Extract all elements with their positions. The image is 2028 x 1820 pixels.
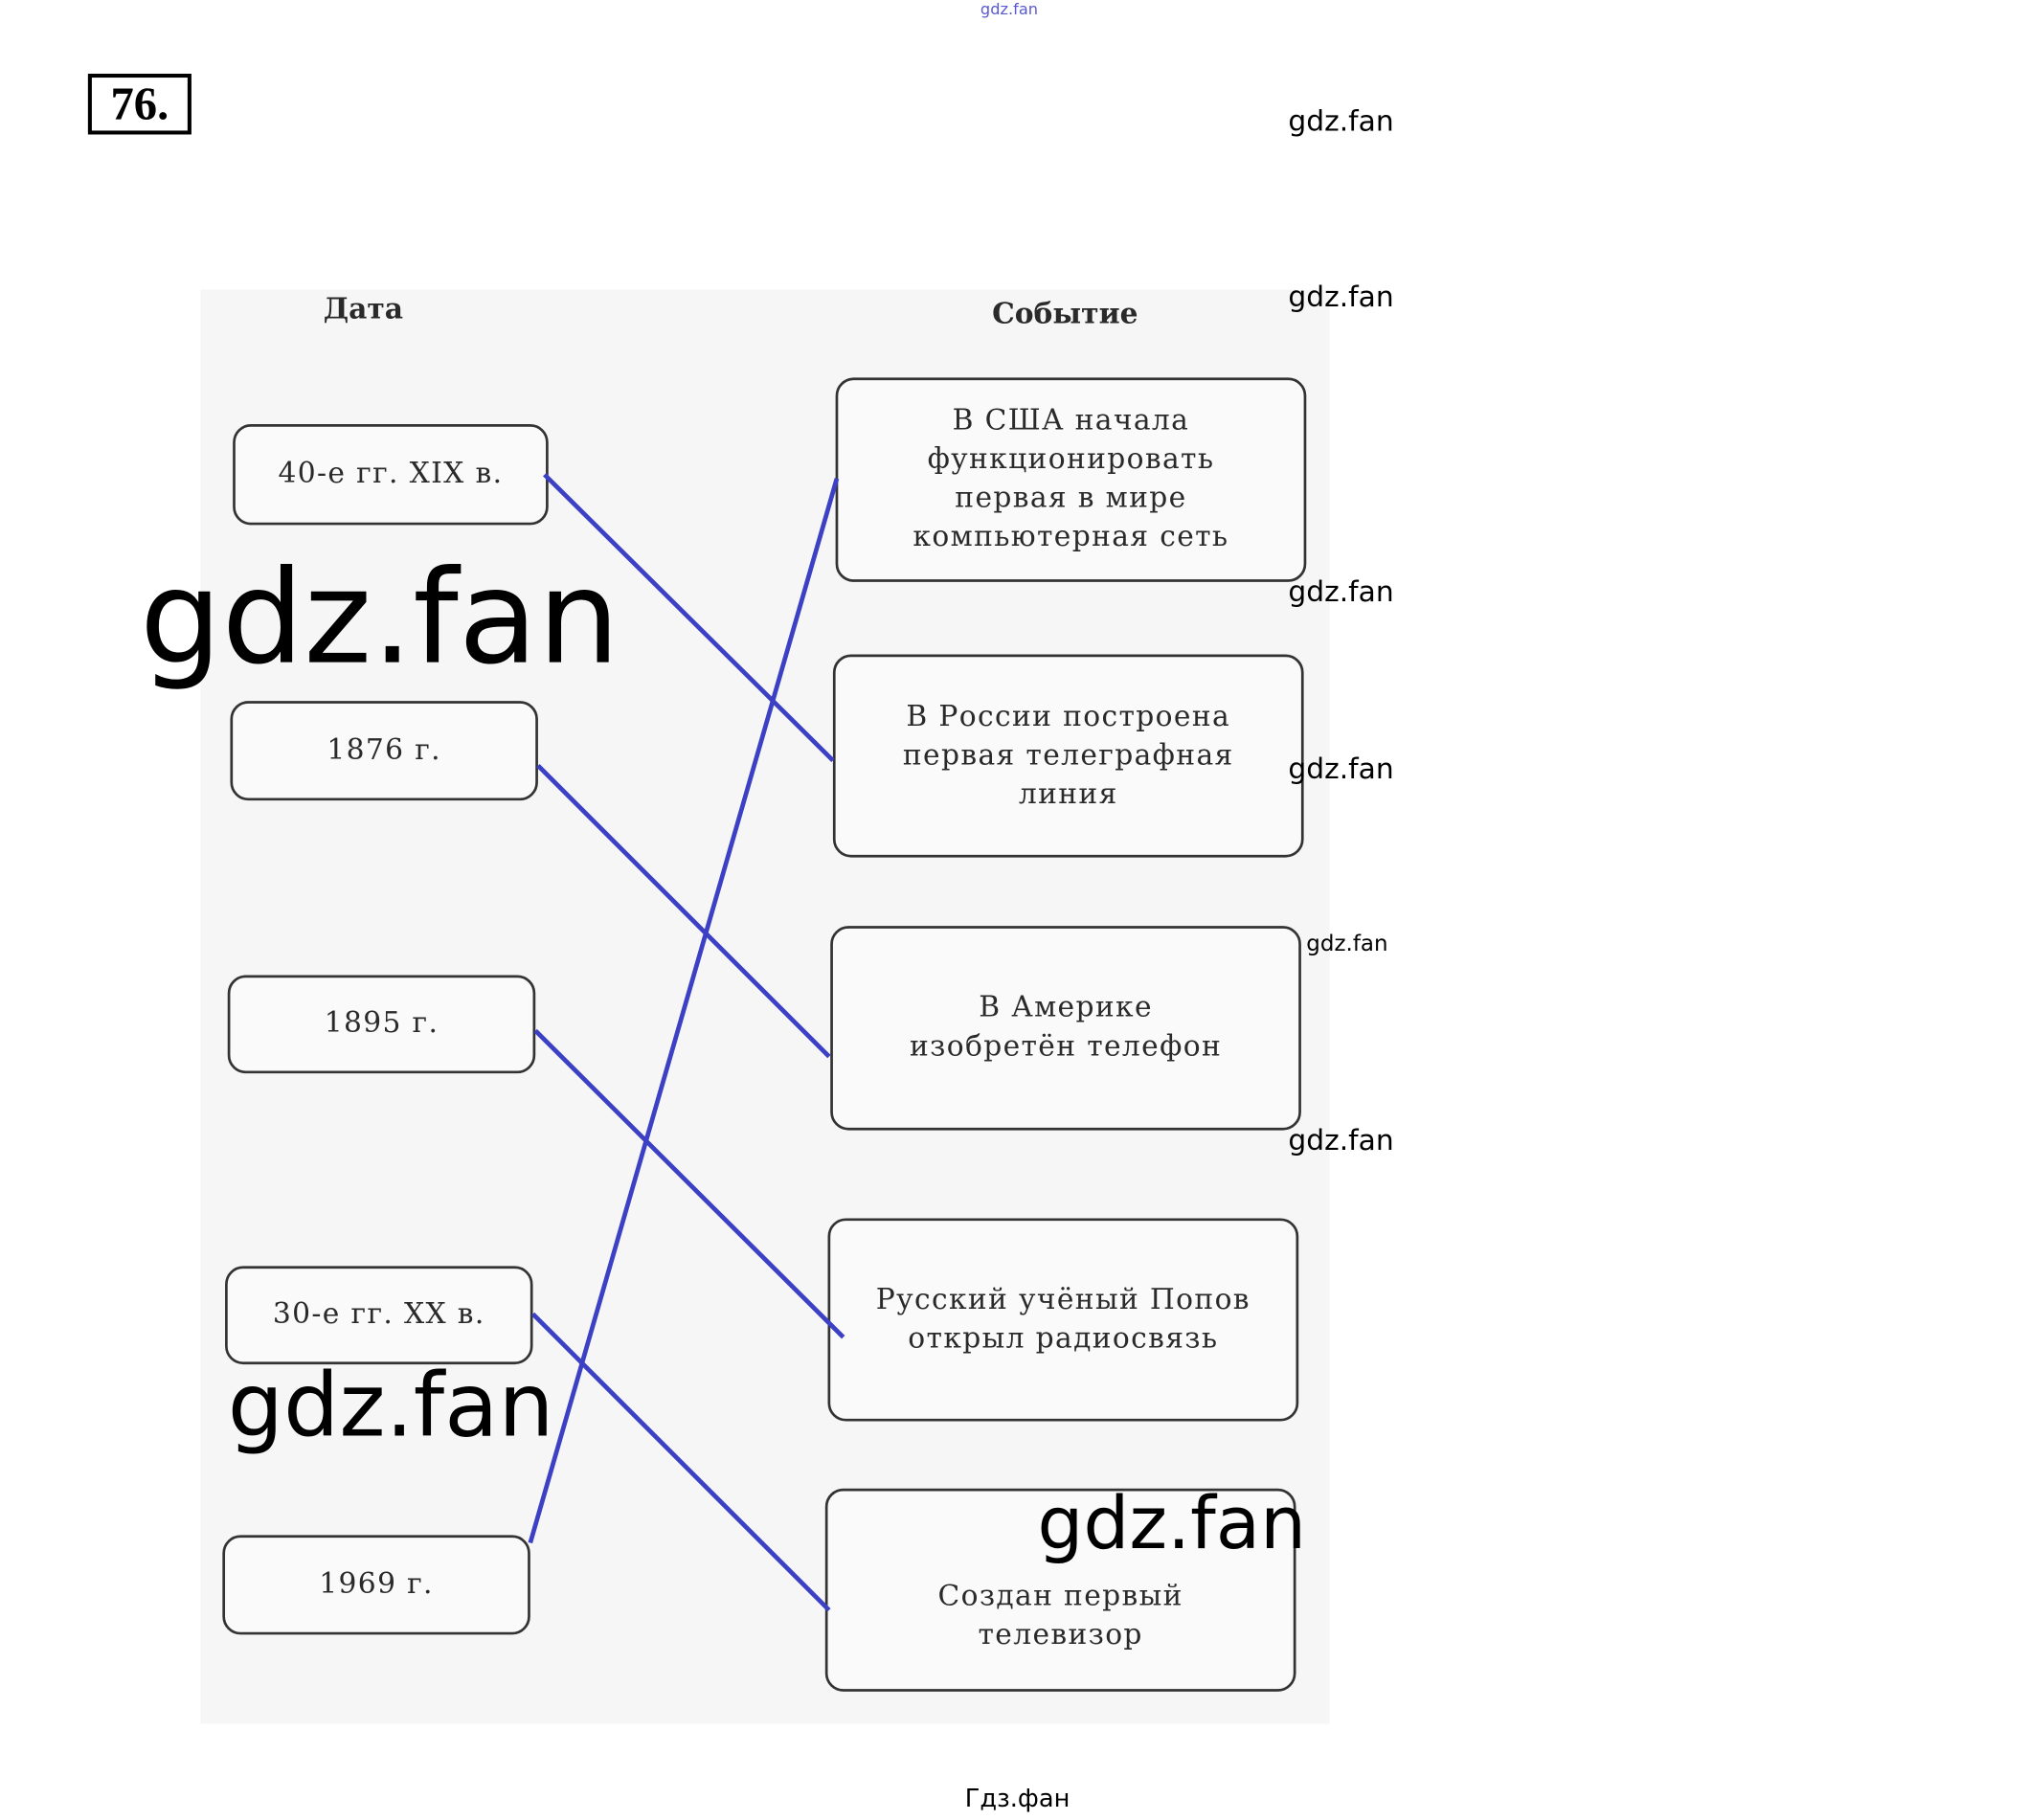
event-box[interactable]: Создан первый телевизор — [824, 1488, 1296, 1692]
footer-watermark: Гдз.фан — [964, 1785, 1070, 1813]
date-header: Дата — [323, 292, 404, 326]
date-box[interactable]: 1876 г. — [230, 701, 538, 801]
exercise-number: 76. — [87, 73, 192, 135]
side-watermark: gdz.fan — [1288, 576, 1394, 610]
connection-line — [533, 1028, 845, 1339]
event-box[interactable]: В России построена первая телеграфная ли… — [832, 654, 1304, 858]
side-watermark: gdz.fan — [1306, 931, 1388, 957]
date-box[interactable]: 1895 г. — [227, 975, 536, 1074]
date-box[interactable]: 1969 г. — [222, 1535, 530, 1635]
side-watermark: gdz.fan — [1288, 281, 1394, 315]
side-watermark: gdz.fan — [1288, 1125, 1394, 1157]
event-box[interactable]: Русский учёный Попов открыл радиосвязь — [827, 1218, 1299, 1422]
date-box[interactable]: 40-е гг. XIX в. — [233, 424, 549, 526]
connection-line — [528, 478, 840, 1544]
side-watermark: gdz.fan — [1288, 753, 1394, 787]
top-watermark: gdz.fan — [980, 0, 1039, 18]
big-watermark: gdz.fan — [1037, 1482, 1307, 1566]
event-header: Событие — [992, 297, 1138, 331]
connection-line — [536, 764, 831, 1059]
big-watermark: gdz.fan — [139, 541, 620, 694]
event-box[interactable]: В США начала функционировать первая в ми… — [835, 377, 1307, 582]
connection-line — [530, 1312, 831, 1612]
connection-line — [543, 473, 835, 762]
event-box[interactable]: В Америке изобретён телефон — [830, 926, 1301, 1131]
side-watermark: gdz.fan — [1288, 105, 1394, 139]
big-watermark: gdz.fan — [227, 1355, 554, 1458]
date-box[interactable]: 30-е гг. XX в. — [225, 1266, 533, 1365]
